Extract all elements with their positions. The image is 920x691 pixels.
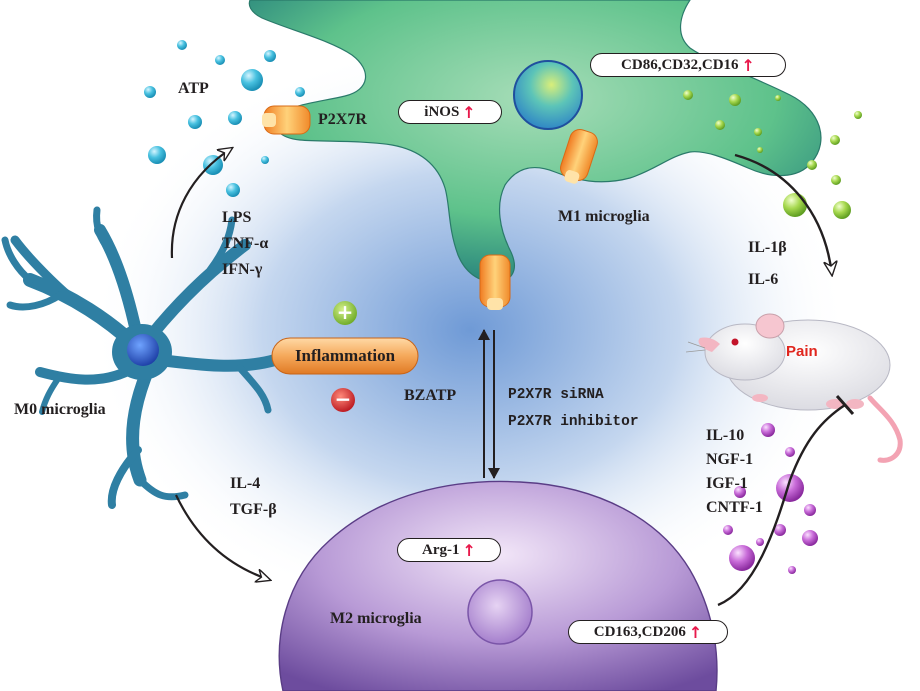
inos-pill: iNOS↑ (398, 100, 502, 124)
p2x7r-label: P2X7R (318, 111, 367, 128)
il-4-label: IL-4 (230, 475, 261, 492)
m1-microglia-label: M1 microglia (558, 208, 650, 225)
tgf-beta-label: TGF-β (230, 501, 277, 518)
bzatp-label: BZATP (404, 387, 457, 404)
m2-nucleus (467, 579, 533, 645)
cntf-1-label: CNTF-1 (706, 499, 763, 516)
cd163-pill: CD163,CD206↑ (568, 620, 728, 644)
arg1-label: Arg-1 (422, 541, 460, 558)
background-glow (90, 40, 850, 620)
pain-label: Pain (786, 343, 818, 360)
cd163-up-arrow-icon: ↑ (688, 622, 703, 642)
cd163-label: CD163,CD206 (593, 623, 686, 640)
ifn-gamma-label: IFN-γ (222, 261, 263, 278)
inflammation-label: Inflammation (294, 346, 396, 365)
m1-secretion-particles (683, 90, 862, 219)
cd86-label: CD86,CD32,CD16 (621, 56, 739, 73)
inos-label: iNOS (424, 103, 460, 120)
ngf-1-label: NGF-1 (706, 451, 754, 468)
cd86-up-arrow-icon: ↑ (741, 55, 755, 75)
inos-up-arrow-icon: ↑ (462, 102, 476, 122)
arg1-up-arrow-icon: ↑ (462, 540, 476, 560)
minus-sign (331, 388, 355, 412)
p2x7r-inhibitor-label: P2X7R inhibitor (508, 414, 639, 430)
m2-secretion-particles (723, 423, 818, 574)
p2x7r-sirna-label: P2X7R siRNA (508, 387, 604, 403)
inhibit-m2-to-pain (717, 403, 846, 607)
p2x7r-receptor-m1-body (560, 128, 598, 184)
p2x7r-receptor-top (262, 105, 311, 135)
m1-nucleus (513, 60, 583, 130)
il-1beta-label: IL-1β (748, 239, 787, 256)
arrow-m0-to-m1 (170, 148, 232, 259)
m2-microglia-label: M2 microglia (330, 610, 422, 627)
plus-sign (333, 301, 357, 325)
il-10-label: IL-10 (706, 427, 745, 444)
il-6-label: IL-6 (748, 271, 779, 288)
arrow-m1-to-pain (734, 153, 832, 275)
atp-label: ATP (178, 80, 209, 97)
minus-icon: − (334, 387, 352, 411)
m0-microglia-label: M0 microglia (14, 401, 106, 418)
inflammation-pill (271, 337, 419, 375)
p2x7r-receptor-m1-process (479, 254, 511, 310)
cd86-pill: CD86,CD32,CD16↑ (590, 53, 786, 77)
atp-particles (144, 40, 305, 197)
m0-nucleus (127, 334, 159, 366)
rat-illustration (685, 313, 903, 463)
plus-icon: + (336, 300, 354, 324)
arrow-m0-to-m2 (175, 494, 270, 580)
igf-1-label: IGF-1 (706, 475, 748, 492)
lps-label: LPS (222, 209, 252, 226)
arg1-pill: Arg-1↑ (397, 538, 501, 562)
inhibit-bar (835, 395, 855, 415)
tnf-alpha-label: TNF-α (222, 235, 269, 252)
